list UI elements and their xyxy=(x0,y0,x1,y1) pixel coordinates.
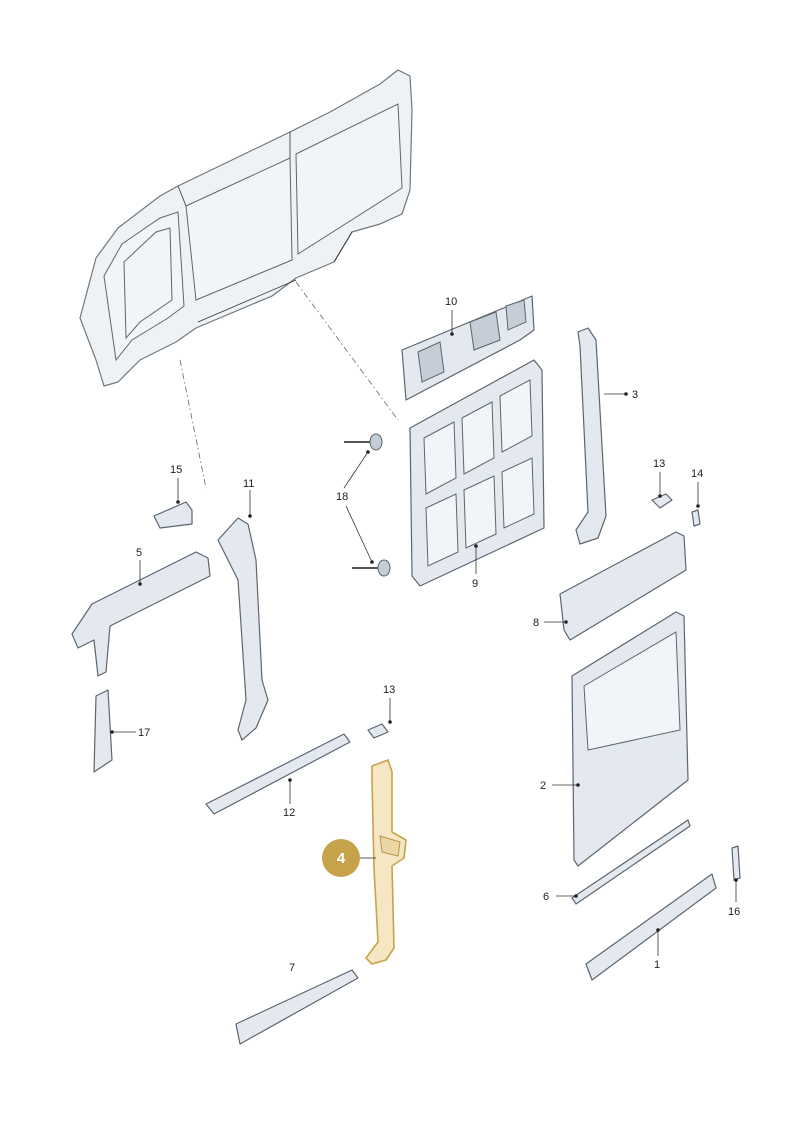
label-13-upper: 13 xyxy=(653,458,665,470)
label-2: 2 xyxy=(540,780,546,792)
part-15-bracket xyxy=(153,501,193,529)
label-17: 17 xyxy=(138,727,150,739)
part-8-rail-cover xyxy=(559,531,687,641)
van-side-body-overview xyxy=(79,69,413,387)
part-3-pillar xyxy=(575,327,607,545)
label-12: 12 xyxy=(283,807,295,819)
label-14: 14 xyxy=(691,468,703,480)
label-13-lower: 13 xyxy=(383,684,395,696)
part-10-upper-crossmember xyxy=(401,295,535,401)
part-18-rivets xyxy=(344,433,391,577)
part-5-front-frame xyxy=(71,551,211,677)
part-13-bracket-upper xyxy=(651,493,673,509)
label-3: 3 xyxy=(632,389,638,401)
part-12-sill-inner xyxy=(205,733,351,815)
part-6-rail-strip xyxy=(571,819,691,905)
callouts: 1 2 3 5 6 7 8 9 10 11 12 13 13 xyxy=(110,296,740,974)
label-6: 6 xyxy=(543,891,549,903)
part-11-a-pillar xyxy=(217,517,269,741)
part-9-partition-panel xyxy=(409,359,545,587)
part-13-bracket-lower xyxy=(367,723,389,739)
part-1-sill xyxy=(585,873,717,981)
part-4-highlighted-pillar xyxy=(365,759,407,965)
projection-lines xyxy=(179,281,399,489)
highlight-badge-number: 4 xyxy=(337,850,346,867)
label-10: 10 xyxy=(445,296,457,308)
highlight-badge-circle xyxy=(322,839,360,877)
label-1: 1 xyxy=(654,959,660,971)
label-15: 15 xyxy=(170,464,182,476)
label-11: 11 xyxy=(243,478,254,490)
part-17-pillar-lower xyxy=(93,689,113,773)
part-7-sill-outer xyxy=(235,969,359,1045)
part-16-bracket xyxy=(731,845,741,881)
label-7: 7 xyxy=(289,962,295,974)
part-14-clip xyxy=(691,509,701,527)
label-8: 8 xyxy=(533,617,539,629)
label-18: 18 xyxy=(336,491,348,503)
label-9: 9 xyxy=(472,578,478,590)
label-5: 5 xyxy=(136,547,142,559)
highlight-badge-4: 4 xyxy=(322,839,376,877)
label-16: 16 xyxy=(728,906,740,918)
part-2-sliding-door xyxy=(571,611,689,867)
